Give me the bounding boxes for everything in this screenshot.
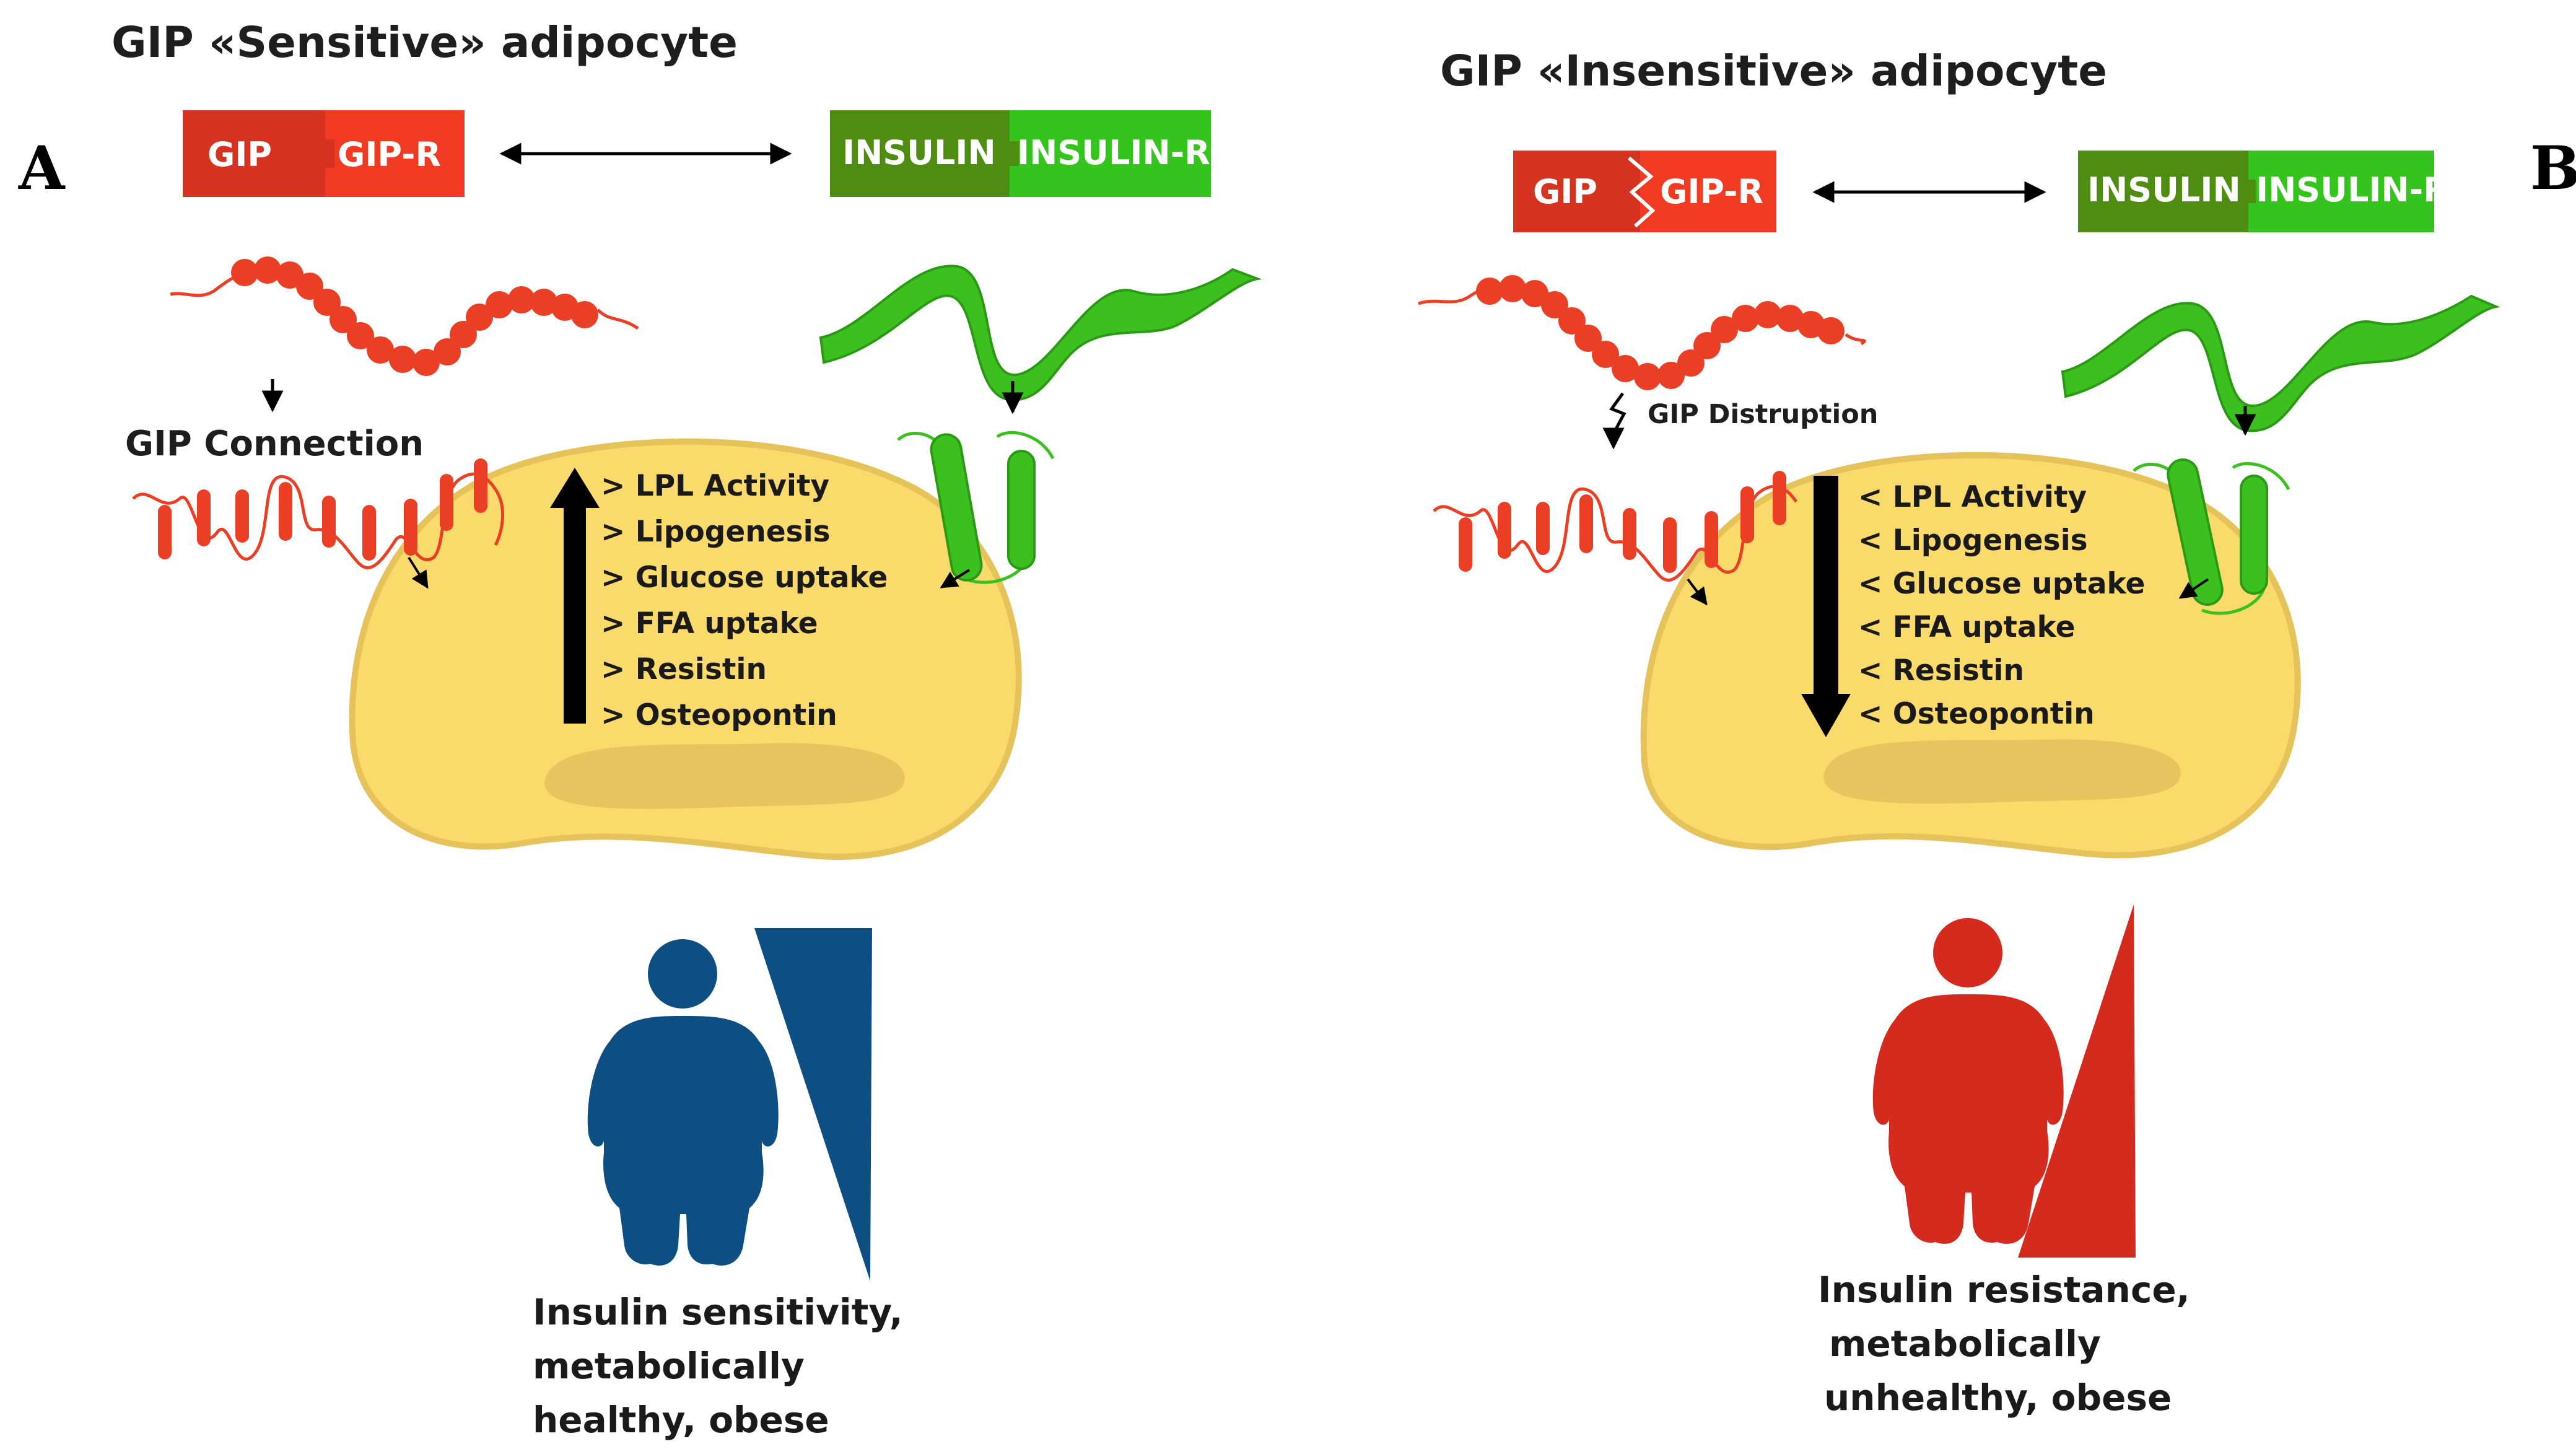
insulinr-label: INSULIN-R	[2256, 170, 2449, 209]
outcome-line: Insulin resistance,	[1818, 1269, 2190, 1311]
gipr-label: GIP-R	[1660, 172, 1763, 211]
gip-label: GIP	[1533, 172, 1597, 211]
effect-item: < Glucose uptake	[1858, 567, 2145, 601]
gip-receptor-box: GIP GIP-R	[183, 110, 465, 197]
insulinr-label: INSULIN-R	[1017, 133, 1210, 172]
gip-plug	[296, 139, 334, 168]
gipr-label: GIP-R	[338, 135, 441, 174]
panel-b-title: GIP «Insensitive» adipocyte	[1440, 46, 2107, 96]
effect-item: < Lipogenesis	[1858, 523, 2088, 558]
insulin-plug	[985, 141, 1019, 166]
broken-link-zigzag	[1628, 156, 1656, 228]
effect-item: < Osteopontin	[1858, 697, 2095, 731]
insulin-ribbon-b	[2061, 294, 2501, 432]
panel-a: A GIP «Sensitive» adipocyte GIP GIP-R IN…	[18, 18, 1262, 1441]
insulin-segment	[2078, 151, 2248, 232]
panel-a-title: GIP «Sensitive» adipocyte	[111, 18, 738, 68]
panel-letter-a: A	[18, 133, 66, 203]
effect-item: < LPL Activity	[1858, 480, 2087, 514]
effect-item: < Resistin	[1858, 654, 2024, 688]
panel-letter-b: B	[2530, 133, 2576, 203]
gip-receptor-arrow-b	[1687, 578, 1708, 606]
effect-item: > FFA uptake	[601, 606, 818, 641]
insulin-receptor-helices	[897, 431, 1055, 584]
gip-connection-label: GIP Connection	[125, 424, 424, 464]
effect-item: < FFA uptake	[1858, 610, 2075, 644]
gip-receptor-helices-b	[1433, 471, 1798, 582]
effects-list-b: < LPL Activity < Lipogenesis < Glucose u…	[1858, 480, 2145, 731]
insulin-receptor-helices-b	[2133, 458, 2290, 615]
gip-disruption-label: GIP Distruption	[1648, 399, 1878, 430]
gip-segment	[1513, 151, 1640, 232]
gip-peptide-chain	[170, 256, 639, 376]
insulin-label: INSULIN	[2087, 170, 2241, 209]
gip-label: GIP	[207, 135, 272, 174]
outcome-text-b: Insulin resistance, metabolically unheal…	[1818, 1269, 2190, 1419]
gip-receptor-helices	[132, 458, 505, 569]
insulin-receptor-arrow-b	[2178, 578, 2209, 599]
insulin-ribbon	[819, 265, 1262, 401]
insulin-receptor-box-b: INSULIN INSULIN-R	[2078, 151, 2449, 232]
sensitivity-wedge	[754, 928, 872, 1281]
gip-receptor-arrow	[408, 556, 429, 589]
effect-item: > Lipogenesis	[601, 515, 831, 549]
gip-peptide-chain-b	[1418, 275, 1866, 390]
insulin-receptor-box: INSULIN INSULIN-R	[830, 110, 1211, 197]
increase-arrow	[550, 468, 600, 724]
outcome-text-a: Insulin sensitivity, metabolically healt…	[533, 1291, 903, 1441]
resistance-wedge	[2018, 904, 2136, 1258]
gip-receptor-box-b: GIP GIP-R	[1513, 151, 1776, 232]
adipocyte-nucleus-b	[1823, 739, 2181, 804]
effect-item: > LPL Activity	[601, 469, 829, 503]
insulin-segment	[830, 110, 1010, 197]
outcome-line: unhealthy, obese	[1824, 1377, 2172, 1419]
effects-list-a: > LPL Activity > Lipogenesis > Glucose u…	[601, 469, 888, 732]
outcome-line: Insulin sensitivity,	[533, 1291, 903, 1333]
insulin-plug	[2224, 180, 2256, 203]
effect-item: > Osteopontin	[601, 698, 837, 732]
person-figure-resistant	[1872, 918, 2064, 1244]
insulin-receptor-arrow	[940, 569, 971, 589]
decrease-arrow	[1801, 476, 1851, 737]
effect-item: > Resistin	[601, 652, 767, 686]
outcome-line: healthy, obese	[533, 1399, 829, 1441]
outcome-line: metabolically	[1829, 1323, 2101, 1365]
outcome-line: metabolically	[533, 1345, 805, 1387]
person-figure-sensitive	[587, 939, 779, 1266]
panel-b: B GIP «Insensitive» adipocyte GIP GIP-R …	[1418, 46, 2576, 1419]
effect-item: > Glucose uptake	[601, 561, 888, 595]
insulin-label: INSULIN	[842, 133, 996, 172]
disruption-bolt-icon	[1602, 392, 1626, 450]
adipocyte-nucleus	[544, 743, 905, 809]
